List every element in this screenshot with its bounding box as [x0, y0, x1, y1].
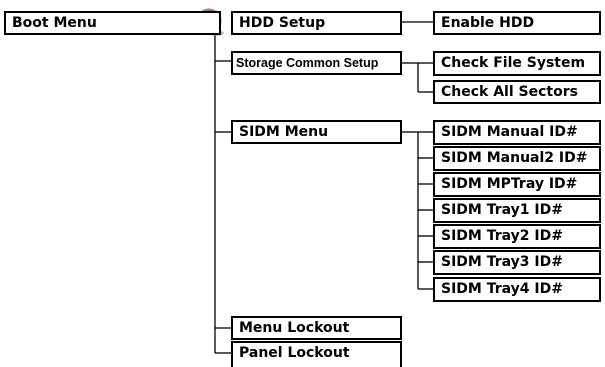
sidm-tray2-id-node[interactable]: SIDM Tray2 ID# [433, 224, 601, 249]
sidm-tray4-id-node[interactable]: SIDM Tray4 ID# [433, 277, 601, 302]
sidm-manual2-id-node[interactable]: SIDM Manual2 ID# [433, 146, 601, 171]
enable-hdd-node[interactable]: Enable HDD [433, 11, 601, 35]
check-all-sectors-node[interactable]: Check All Sectors [433, 80, 601, 104]
menu-lockout-node[interactable]: Menu Lockout [231, 316, 402, 340]
storage-common-setup-node[interactable]: Storage Common Setup [231, 51, 402, 75]
boot-menu-node[interactable]: Boot Menu [4, 11, 221, 35]
sidm-menu-node[interactable]: SIDM Menu [231, 120, 402, 144]
hdd-setup-node[interactable]: HDD Setup [231, 11, 402, 35]
check-file-system-node[interactable]: Check File System [433, 51, 601, 76]
sidm-tray1-id-node[interactable]: SIDM Tray1 ID# [433, 198, 601, 223]
panel-lockout-node[interactable]: Panel Lockout [231, 341, 402, 367]
sidm-manual-id-node[interactable]: SIDM Manual ID# [433, 120, 601, 145]
sidm-tray3-id-node[interactable]: SIDM Tray3 ID# [433, 250, 601, 275]
sidm-mptray-id-node[interactable]: SIDM MPTray ID# [433, 172, 601, 197]
